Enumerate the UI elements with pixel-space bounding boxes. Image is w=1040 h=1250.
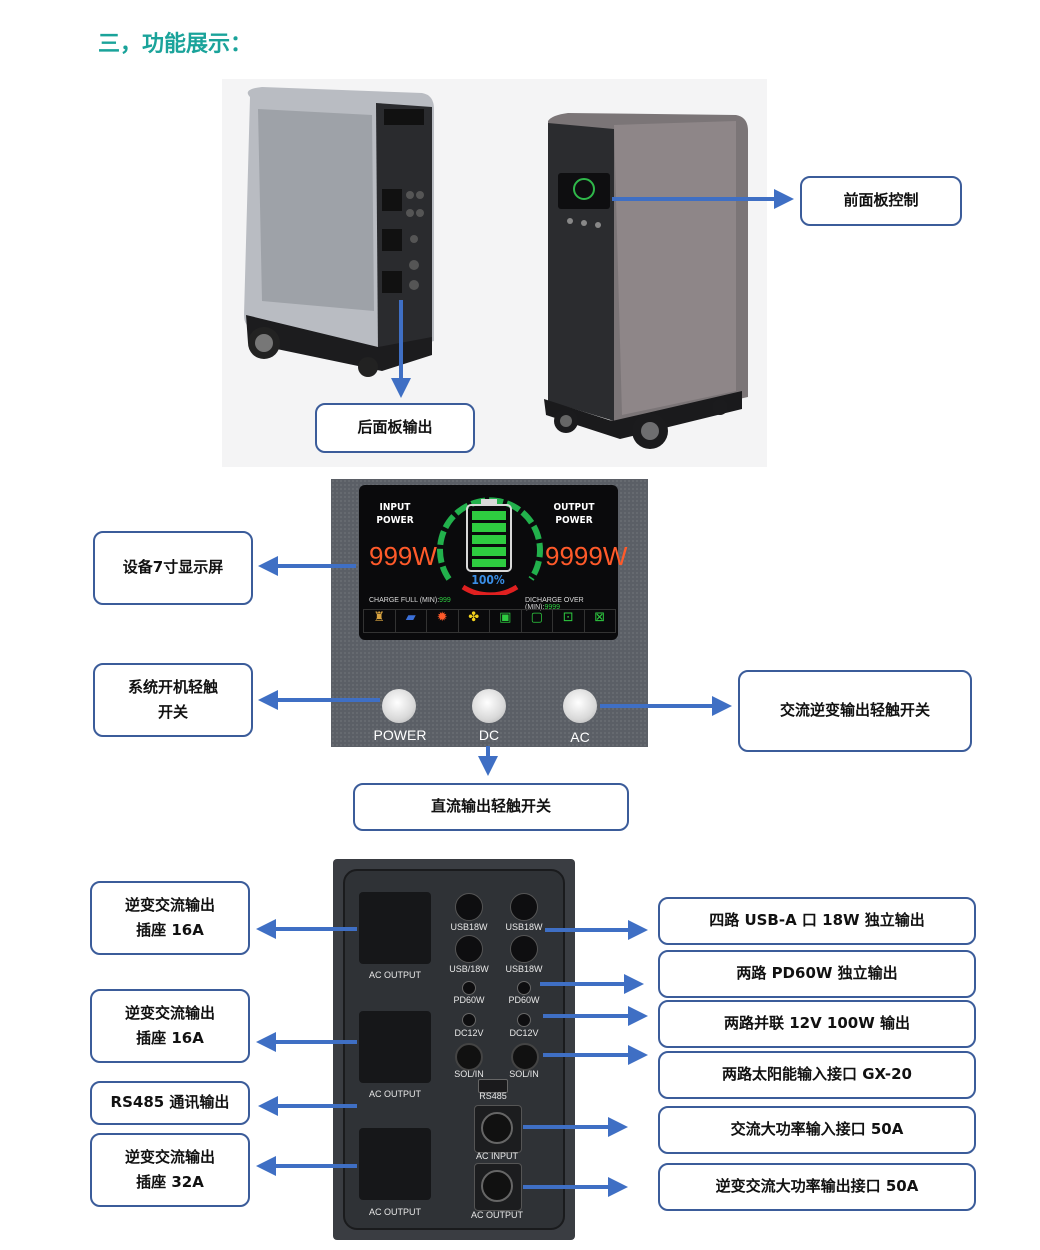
usb-label-3: USB/18W [449, 964, 489, 974]
ac-input-label: AC INPUT [475, 1151, 518, 1161]
rear-right-label-2: 两路 PD60W 独立输出 [658, 950, 976, 998]
discharge-value: 9999 [544, 604, 561, 611]
rear-left-label-4: 逆变交流输出 插座 32A [90, 1133, 250, 1207]
ac-output-label-2: AC OUTPUT [368, 1089, 421, 1099]
rear-left-label-3: RS485 通讯输出 [90, 1081, 250, 1125]
rs485-port [478, 1079, 508, 1093]
battery-gauge [437, 497, 543, 595]
usb-label-1: USB18W [450, 922, 488, 932]
ac-touch-button[interactable] [563, 689, 597, 723]
usb-port-2 [510, 893, 538, 921]
screen-label: 设备7寸显示屏 [93, 531, 253, 605]
dc12v-label-1: DC12V [454, 1028, 484, 1038]
input-power-title: INPUT POWER [376, 502, 414, 526]
usb-port-3 [455, 935, 483, 963]
output-power-title: OUTPUT POWER [553, 502, 595, 526]
rear-output-label: 后面板输出 [315, 403, 475, 453]
rear-right-label-3: 两路并联 12V 100W 输出 [658, 1000, 976, 1048]
ac-output-socket-3 [359, 1128, 431, 1200]
usb-port-4 [510, 935, 538, 963]
ac-output-label-3: AC OUTPUT [368, 1207, 421, 1217]
front-control-label: 前面板控制 [800, 176, 962, 226]
rear-left-label-1: 逆变交流输出 插座 16A [90, 881, 250, 955]
usb-label-4: USB18W [505, 964, 543, 974]
usb-port-1 [455, 893, 483, 921]
fan-icon: ✤ [459, 610, 490, 632]
discharge-label: DICHARGE OVER (MIN): [525, 597, 584, 611]
pd60w-label-2: PD60W [508, 995, 540, 1005]
sol-in-label-1: SOL/IN [454, 1069, 484, 1079]
rear-right-label-1: 四路 USB-A 口 18W 独立输出 [658, 897, 976, 945]
output-power-value: 9999W [545, 541, 628, 571]
charge-full-value: 999 [439, 597, 451, 604]
ac-button-label: AC [570, 729, 590, 745]
solar-input-port-2 [511, 1043, 539, 1071]
rear-right-label-5: 交流大功率输入接口 50A [658, 1106, 976, 1154]
product-photo [222, 79, 767, 467]
ac-output-socket-2 [359, 1011, 431, 1083]
ac-output-50a-port [474, 1163, 522, 1211]
plug-icon: ♜ [364, 610, 396, 632]
discharge-text: DICHARGE OVER (MIN):9999 [525, 597, 618, 611]
power-switch-label: 系统开机轻触 开关 [93, 663, 253, 737]
rear-left-label-2: 逆变交流输出 插座 16A [90, 989, 250, 1063]
ac-switch-label: 交流逆变输出轻触开关 [738, 670, 972, 752]
dc-icon: ▢ [522, 610, 553, 632]
status-icon-row: ♜ ▰ ✹ ✤ ▣ ▢ ⊡ ⊠ [363, 609, 616, 633]
solar-input-port-1 [455, 1043, 483, 1071]
sun-icon: ✹ [427, 610, 459, 632]
dc12v-label-2: DC12V [509, 1028, 539, 1038]
output-icon: ⊠ [594, 610, 606, 625]
charge-full-text: CHARGE FULL (MIN):999 [369, 597, 451, 604]
dc-switch-label: 直流输出轻触开关 [353, 783, 629, 831]
ac-outlet-icon: ⊡ [553, 610, 585, 632]
solar-panel-icon: ▰ [396, 610, 427, 632]
usb-label-2: USB18W [505, 922, 543, 932]
display-screen: INPUT POWER OUTPUT POWER 999W 9999W 100%… [359, 485, 627, 640]
dc12v-port-2 [517, 1013, 531, 1027]
ac-output-50a-label: AC OUTPUT [470, 1210, 523, 1220]
rs485-label: RS485 [479, 1091, 507, 1101]
sol-in-label-2: SOL/IN [509, 1069, 539, 1079]
rear-right-label-6: 逆变交流大功率输出接口 50A [658, 1163, 976, 1211]
pd60w-port-1 [462, 981, 476, 995]
ac-input-port [474, 1105, 522, 1153]
dc-touch-button[interactable] [472, 689, 506, 723]
pd60w-label-1: PD60W [453, 995, 485, 1005]
input-power-value: 999W [369, 541, 437, 571]
battery-percent: 100% [471, 573, 505, 587]
ac-output-label-1: AC OUTPUT [368, 970, 421, 980]
power-button-label: POWER [373, 727, 427, 743]
rear-right-label-4: 两路太阳能输入接口 GX-20 [658, 1051, 976, 1099]
section-heading: 三，功能展示： [98, 32, 253, 57]
dc-button-label: DC [478, 727, 500, 743]
battery-icon: ▣ [490, 610, 522, 632]
power-touch-button[interactable] [382, 689, 416, 723]
charge-full-label: CHARGE FULL (MIN): [369, 597, 440, 604]
pd60w-port-2 [517, 981, 531, 995]
ac-output-socket-1 [359, 892, 431, 964]
dc12v-port-1 [462, 1013, 476, 1027]
